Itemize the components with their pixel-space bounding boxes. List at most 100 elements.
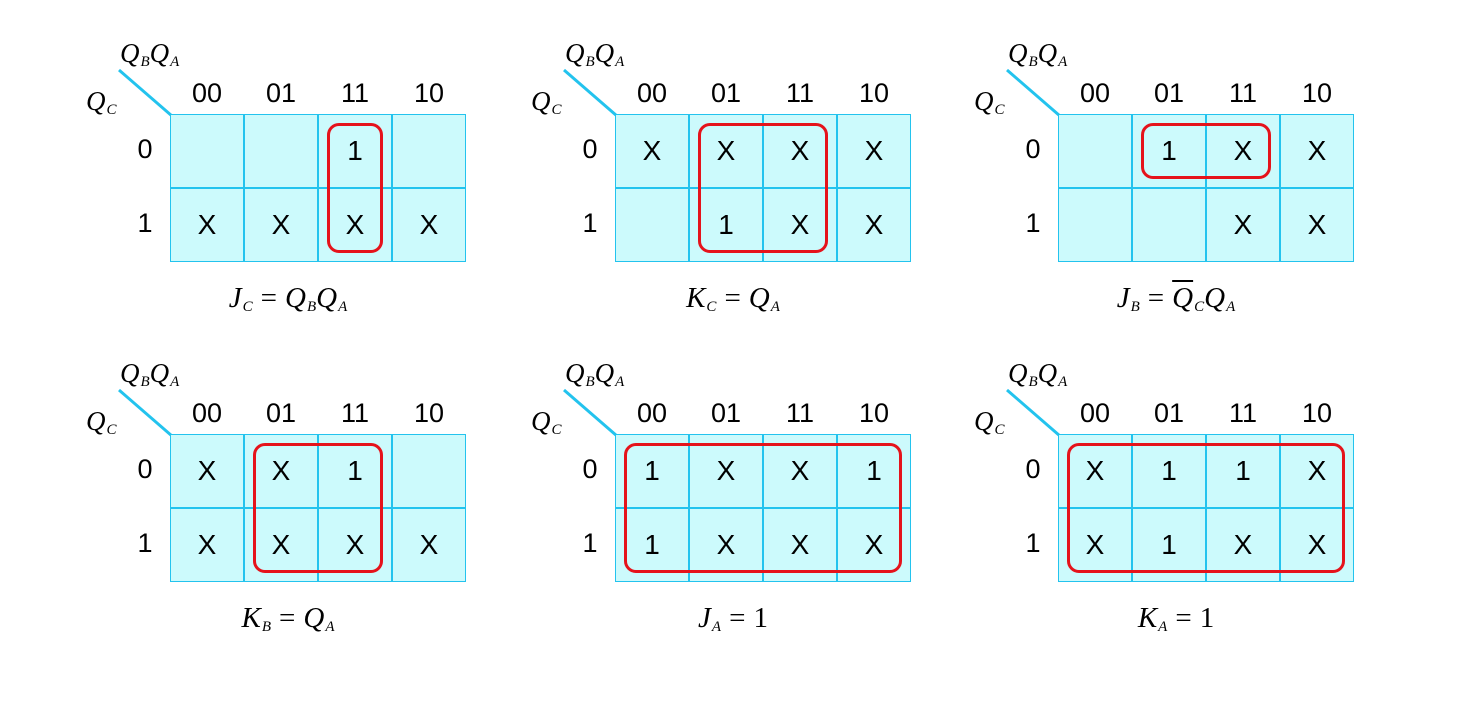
row-var-sub: C xyxy=(551,102,562,118)
row-header: 0 xyxy=(137,454,153,484)
kmap-cell xyxy=(1058,188,1132,262)
row-header: 0 xyxy=(1025,134,1041,164)
equation-rhs-base: 1 xyxy=(1199,602,1215,634)
kmap-cell: X xyxy=(1058,508,1132,582)
kmap-cell: X xyxy=(1206,508,1280,582)
kmap-cell: X xyxy=(170,508,244,582)
kmap-cell: X xyxy=(1280,508,1354,582)
equals-sign: = xyxy=(1175,602,1192,634)
col-var-term: QA xyxy=(150,358,180,390)
kmap-cell xyxy=(1132,188,1206,262)
equation-lhs-sub: C xyxy=(242,299,253,315)
col-var-sub: A xyxy=(1058,374,1068,390)
row-var-term: QC xyxy=(974,406,1005,438)
col-var-sub: A xyxy=(615,374,625,390)
row-var-sub: C xyxy=(551,422,562,438)
corner-divider-line xyxy=(1006,68,1061,118)
row-header: 1 xyxy=(582,208,598,238)
column-header: 10 xyxy=(413,398,445,428)
column-header: 11 xyxy=(785,78,815,108)
col-var-term: QB xyxy=(565,358,595,390)
equation-lhs: K xyxy=(1137,602,1158,634)
column-header: 00 xyxy=(191,78,223,108)
row-var-base: Q xyxy=(974,86,994,116)
column-header: 01 xyxy=(1153,398,1185,428)
column-header: 00 xyxy=(636,78,668,108)
corner-divider-line xyxy=(118,68,173,118)
corner-divider-line xyxy=(563,388,618,438)
row-variable-label: QC xyxy=(86,86,117,119)
equation-lhs: K xyxy=(241,602,261,634)
col-var-base: Q xyxy=(1037,38,1058,68)
row-var-sub: C xyxy=(106,102,117,118)
column-header: 00 xyxy=(1079,78,1111,108)
kmap-cell: X xyxy=(244,188,318,262)
kmap-cell: 1 xyxy=(318,114,392,188)
equation-lhs: K xyxy=(686,282,706,314)
kmap-cell: X xyxy=(837,188,911,262)
row-variable-label: QC xyxy=(86,406,117,439)
equation-rhs-sub: A xyxy=(338,299,348,315)
row-variable-label: QC xyxy=(531,86,562,119)
equation-rhs-base: Q xyxy=(1204,282,1226,314)
col-var-term: QA xyxy=(1037,38,1068,70)
kmap-cell: X xyxy=(1058,434,1132,508)
col-var-base: Q xyxy=(565,358,585,388)
column-variable-label: QBQA xyxy=(120,358,179,391)
column-variable-label: QBQA xyxy=(1008,358,1067,391)
col-var-term: QA xyxy=(595,358,625,390)
col-var-term: QB xyxy=(120,38,150,70)
column-header: 10 xyxy=(1301,398,1333,428)
column-header: 01 xyxy=(1153,78,1185,108)
equation-rhs-base: 1 xyxy=(753,602,768,634)
simplified-equation: KA=1 xyxy=(938,602,1414,636)
col-var-base: Q xyxy=(1008,38,1028,68)
row-var-term: QC xyxy=(974,86,1005,118)
col-var-sub: B xyxy=(585,374,595,390)
corner-divider-line xyxy=(1006,388,1061,438)
column-header: 00 xyxy=(636,398,668,428)
column-header: 10 xyxy=(858,78,890,108)
col-var-sub: B xyxy=(140,374,150,390)
kmap-cell: X xyxy=(1206,188,1280,262)
kmap-cell xyxy=(1058,114,1132,188)
row-header: 0 xyxy=(1025,454,1041,484)
col-var-sub: A xyxy=(170,54,180,70)
kmap-cell: X xyxy=(318,508,392,582)
column-variable-label: QBQA xyxy=(120,38,179,71)
corner-divider-line xyxy=(118,388,173,438)
row-header: 0 xyxy=(582,134,598,164)
equals-sign: = xyxy=(1147,282,1165,314)
kmap-cell: X xyxy=(244,508,318,582)
kmap-cell: X xyxy=(170,188,244,262)
kmap-cell: X xyxy=(689,114,763,188)
equals-sign: = xyxy=(729,602,746,634)
kmap-cell: X xyxy=(763,114,837,188)
corner-divider-line xyxy=(563,68,618,118)
equation-rhs-sub: A xyxy=(1226,299,1236,315)
row-var-term: QC xyxy=(86,86,117,118)
equation-lhs-sub: B xyxy=(1130,299,1140,315)
column-header: 11 xyxy=(1228,398,1258,428)
kmap-cell xyxy=(615,188,689,262)
col-var-base: Q xyxy=(120,358,140,388)
kmap-cell: X xyxy=(689,434,763,508)
kmap-cell: 1 xyxy=(615,508,689,582)
col-var-sub: A xyxy=(615,54,625,70)
row-header: 1 xyxy=(1025,208,1041,238)
equation-rhs-base: Q xyxy=(316,282,338,314)
kmap-cell: X xyxy=(763,434,837,508)
kmap-cell: X xyxy=(763,508,837,582)
row-var-term: QC xyxy=(86,406,117,438)
row-header: 0 xyxy=(137,134,153,164)
column-header: 11 xyxy=(340,78,370,108)
col-var-base: Q xyxy=(594,38,615,68)
kmap-cell: 1 xyxy=(689,188,763,262)
kmap-cell: X xyxy=(837,114,911,188)
kmap-cell: X xyxy=(244,434,318,508)
equation-lhs-sub: C xyxy=(706,299,717,315)
column-header: 10 xyxy=(858,398,890,428)
